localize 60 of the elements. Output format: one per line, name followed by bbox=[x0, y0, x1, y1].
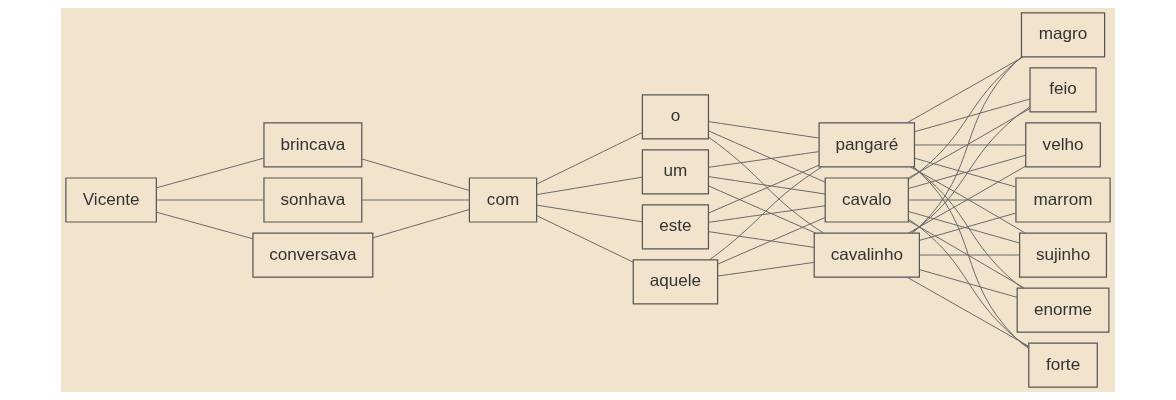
connector bbox=[708, 205, 826, 223]
connector bbox=[156, 157, 265, 189]
connector bbox=[708, 130, 826, 183]
node-box: feio bbox=[1029, 67, 1097, 113]
connector bbox=[918, 254, 1020, 256]
node-box: este bbox=[641, 204, 710, 250]
connector bbox=[914, 157, 1017, 188]
connector bbox=[910, 106, 1031, 234]
node-box: sujinho bbox=[1019, 232, 1108, 278]
connector bbox=[708, 136, 824, 234]
node-box: pangaré bbox=[818, 122, 916, 168]
node-box: Vicente bbox=[65, 177, 157, 223]
connector bbox=[717, 217, 826, 265]
connector bbox=[708, 231, 815, 248]
connector bbox=[908, 220, 1025, 289]
connector bbox=[536, 204, 643, 223]
connector bbox=[906, 56, 1024, 124]
connector bbox=[708, 121, 820, 139]
connector bbox=[914, 144, 1027, 146]
node-box: cavalo bbox=[824, 177, 909, 223]
connector bbox=[908, 211, 1021, 244]
node-box: o bbox=[641, 94, 710, 140]
connector bbox=[708, 151, 820, 168]
connector bbox=[708, 185, 817, 234]
node-box: forte bbox=[1028, 342, 1098, 388]
connector bbox=[911, 56, 1022, 234]
connector bbox=[708, 164, 820, 214]
connector bbox=[708, 176, 826, 195]
connector bbox=[918, 212, 1017, 241]
node-box: brincava bbox=[263, 122, 363, 168]
connector bbox=[912, 166, 1023, 289]
connector bbox=[908, 219, 1029, 348]
connector bbox=[907, 108, 1031, 179]
connector bbox=[908, 56, 1023, 180]
connector bbox=[908, 199, 1017, 201]
node-box: sonhava bbox=[263, 177, 363, 223]
connector bbox=[709, 166, 822, 261]
connector bbox=[913, 166, 1030, 349]
connector bbox=[361, 199, 470, 201]
connector bbox=[536, 132, 643, 185]
connector bbox=[536, 176, 643, 196]
connector bbox=[717, 261, 815, 277]
node-box: velho bbox=[1025, 122, 1101, 168]
connector bbox=[361, 158, 470, 191]
connector bbox=[372, 209, 470, 239]
connector bbox=[908, 154, 1026, 189]
connector bbox=[536, 215, 634, 263]
connector bbox=[914, 98, 1031, 133]
node-box: marrom bbox=[1015, 177, 1111, 223]
node-box: cavalinho bbox=[813, 232, 920, 278]
connector bbox=[156, 199, 265, 201]
node-box: um bbox=[641, 149, 710, 195]
node-box: magro bbox=[1020, 12, 1106, 58]
connector bbox=[156, 211, 254, 240]
connector bbox=[918, 269, 1018, 298]
node-box: aquele bbox=[632, 259, 719, 305]
connector bbox=[906, 276, 1030, 347]
node-box: com bbox=[468, 177, 538, 223]
node-box: conversava bbox=[252, 232, 374, 278]
node-box: enorme bbox=[1016, 287, 1110, 333]
